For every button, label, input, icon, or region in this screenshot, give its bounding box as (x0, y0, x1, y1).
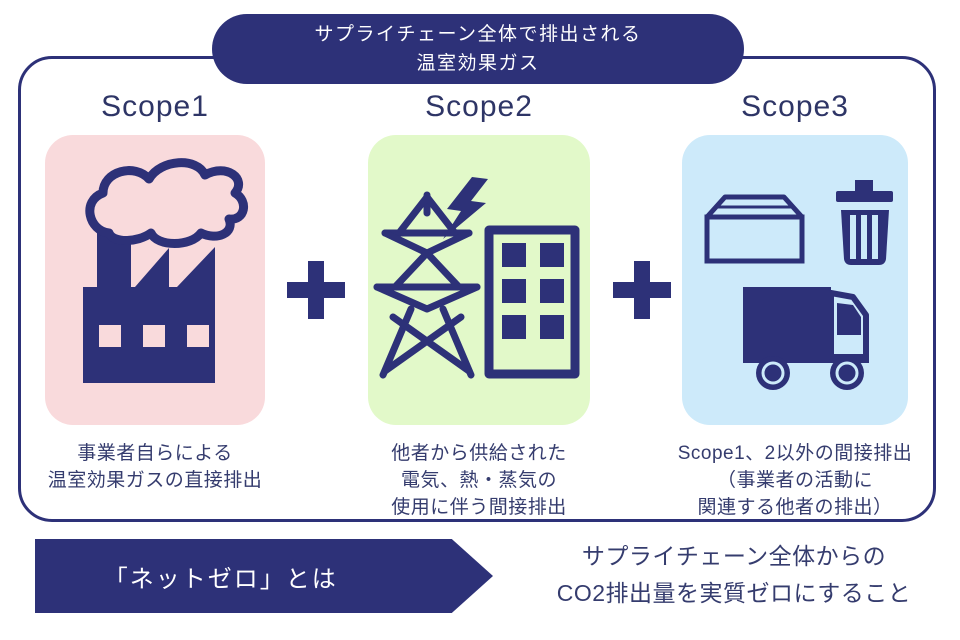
plus-icon (287, 261, 345, 319)
factory-smoke-icon (83, 158, 248, 383)
scope1-caption: 事業者自らによる 温室効果ガスの直接排出 (47, 443, 263, 491)
scope2-title: Scope2 (425, 90, 533, 123)
netzero-definition: サプライチェーン全体からの CO2排出量を実質ゼロにすること (556, 543, 912, 606)
scope3-icon-box (682, 135, 908, 425)
banner-line2: 温室効果ガス (416, 53, 540, 74)
scope2-icon-box (368, 135, 590, 425)
netzero-arrow-label: 「ネットゼロ」とは (103, 565, 338, 593)
package-trash-truck-icon (704, 180, 893, 390)
scope2-caption: 他者から供給された 電気、熱・蒸気の 使用に伴う間接排出 (391, 443, 567, 518)
scope3-caption: Scope1、2以外の間接排出 （事業者の活動に 関連する他者の排出） (677, 443, 913, 518)
scope2-column: Scope2 (368, 86, 590, 521)
supply-chain-banner: サプライチェーン全体で排出される 温室効果ガス (212, 14, 744, 84)
scope3-title: Scope3 (741, 90, 849, 123)
netzero-arrow-banner: 「ネットゼロ」とは (35, 539, 493, 613)
scope1-icon-box (45, 135, 265, 425)
plus-icon (613, 261, 671, 319)
scope3-column: Scope3 (678, 86, 912, 521)
banner-line1: サプライチェーン全体で排出される (314, 23, 642, 45)
scope1-title: Scope1 (101, 90, 209, 123)
power-tower-building-icon (373, 177, 580, 379)
scope1-column: Scope1 事業者自らによる 温室効果ガスの直接排出 (45, 86, 265, 494)
